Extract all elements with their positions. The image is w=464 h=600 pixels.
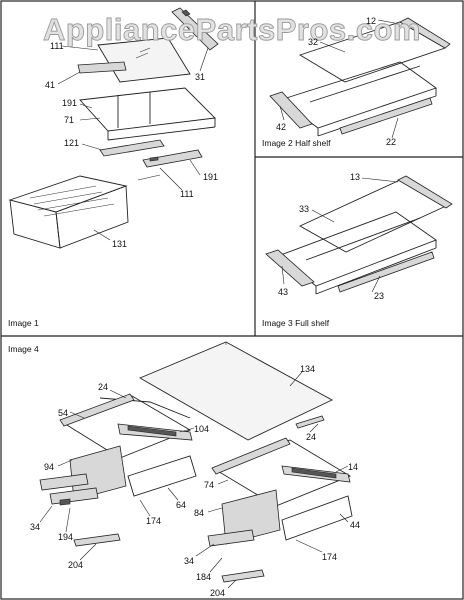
- callout-194: 194: [58, 532, 73, 542]
- full-front-23: [337, 251, 435, 293]
- callout-13: 13: [350, 172, 360, 182]
- image2-drawing: [269, 17, 451, 139]
- callout-71: 71: [64, 115, 74, 125]
- callout-191: 191: [62, 98, 77, 108]
- left-trim-94: [69, 445, 127, 501]
- left-rail-54: [59, 393, 135, 427]
- drawer-131-front: [9, 199, 61, 249]
- callout-204: 204: [210, 588, 225, 598]
- callout-24: 24: [306, 432, 316, 442]
- right-front-44: [281, 495, 353, 541]
- callout-14: 14: [348, 462, 358, 472]
- callout-43: 43: [278, 287, 288, 297]
- half-front-22: [339, 97, 433, 135]
- right-cap-34: [207, 529, 255, 547]
- slide-rail-121: [99, 139, 165, 157]
- callout-111: 111: [180, 189, 194, 199]
- callout-174: 174: [322, 552, 337, 562]
- seal-24-right: [295, 415, 325, 429]
- right-trim-84: [221, 489, 281, 545]
- full-trim-43: [265, 249, 315, 287]
- caption-image4: Image 4: [8, 344, 39, 354]
- callout-41: 41: [45, 80, 55, 90]
- callout-94: 94: [44, 462, 54, 472]
- half-trim-42: [269, 91, 313, 129]
- callout-12: 12: [366, 16, 376, 26]
- image4-drawing: [39, 341, 353, 589]
- callout-121: 121: [64, 138, 79, 148]
- drawer-131-side: [55, 185, 129, 249]
- callout-131: 131: [112, 239, 127, 249]
- callout-54: 54: [58, 408, 68, 418]
- callout-191: 191: [203, 172, 218, 182]
- caption-image1: Image 1: [8, 318, 39, 328]
- callout-34: 34: [30, 522, 40, 532]
- image3-drawing: [265, 175, 453, 295]
- callout-174: 174: [146, 516, 161, 526]
- callout-42: 42: [276, 122, 286, 132]
- callout-24: 24: [98, 382, 108, 392]
- right-slide-191: [142, 149, 203, 168]
- caption-image3: Image 3 Full shelf: [262, 318, 330, 328]
- half-rail-12: [399, 17, 451, 49]
- shelf-frame: [79, 87, 216, 132]
- left-front-64: [127, 455, 197, 497]
- callout-204: 204: [68, 560, 83, 570]
- front-trim-41: [77, 61, 127, 74]
- glass-shelf-134: [138, 341, 333, 441]
- callout-111: 111: [50, 41, 64, 51]
- callout-33: 33: [299, 204, 309, 214]
- callout-64: 64: [176, 500, 186, 510]
- top-rail-31: [171, 7, 219, 51]
- caption-image2: Image 2 Half shelf: [262, 138, 331, 148]
- callout-74: 74: [204, 480, 214, 490]
- right-rail-74: [211, 437, 291, 475]
- callout-31: 31: [195, 72, 205, 82]
- left-cover: [39, 473, 89, 491]
- callout-22: 22: [386, 137, 396, 147]
- right-bar-204: [221, 569, 265, 583]
- image1-drawing: [8, 7, 219, 249]
- callout-34: 34: [184, 556, 194, 566]
- callout-104: 104: [194, 424, 209, 434]
- callout-184: 184: [196, 572, 211, 582]
- drawer-131-top: [8, 175, 128, 213]
- callout-23: 23: [374, 291, 384, 301]
- callout-84: 84: [194, 508, 204, 518]
- watermark: AppliancePartsPros.com: [43, 12, 421, 47]
- callout-32: 32: [308, 37, 318, 47]
- callout-44: 44: [350, 520, 360, 530]
- callout-134: 134: [300, 364, 315, 374]
- left-bar-204: [73, 533, 121, 547]
- full-rail-13: [397, 175, 453, 209]
